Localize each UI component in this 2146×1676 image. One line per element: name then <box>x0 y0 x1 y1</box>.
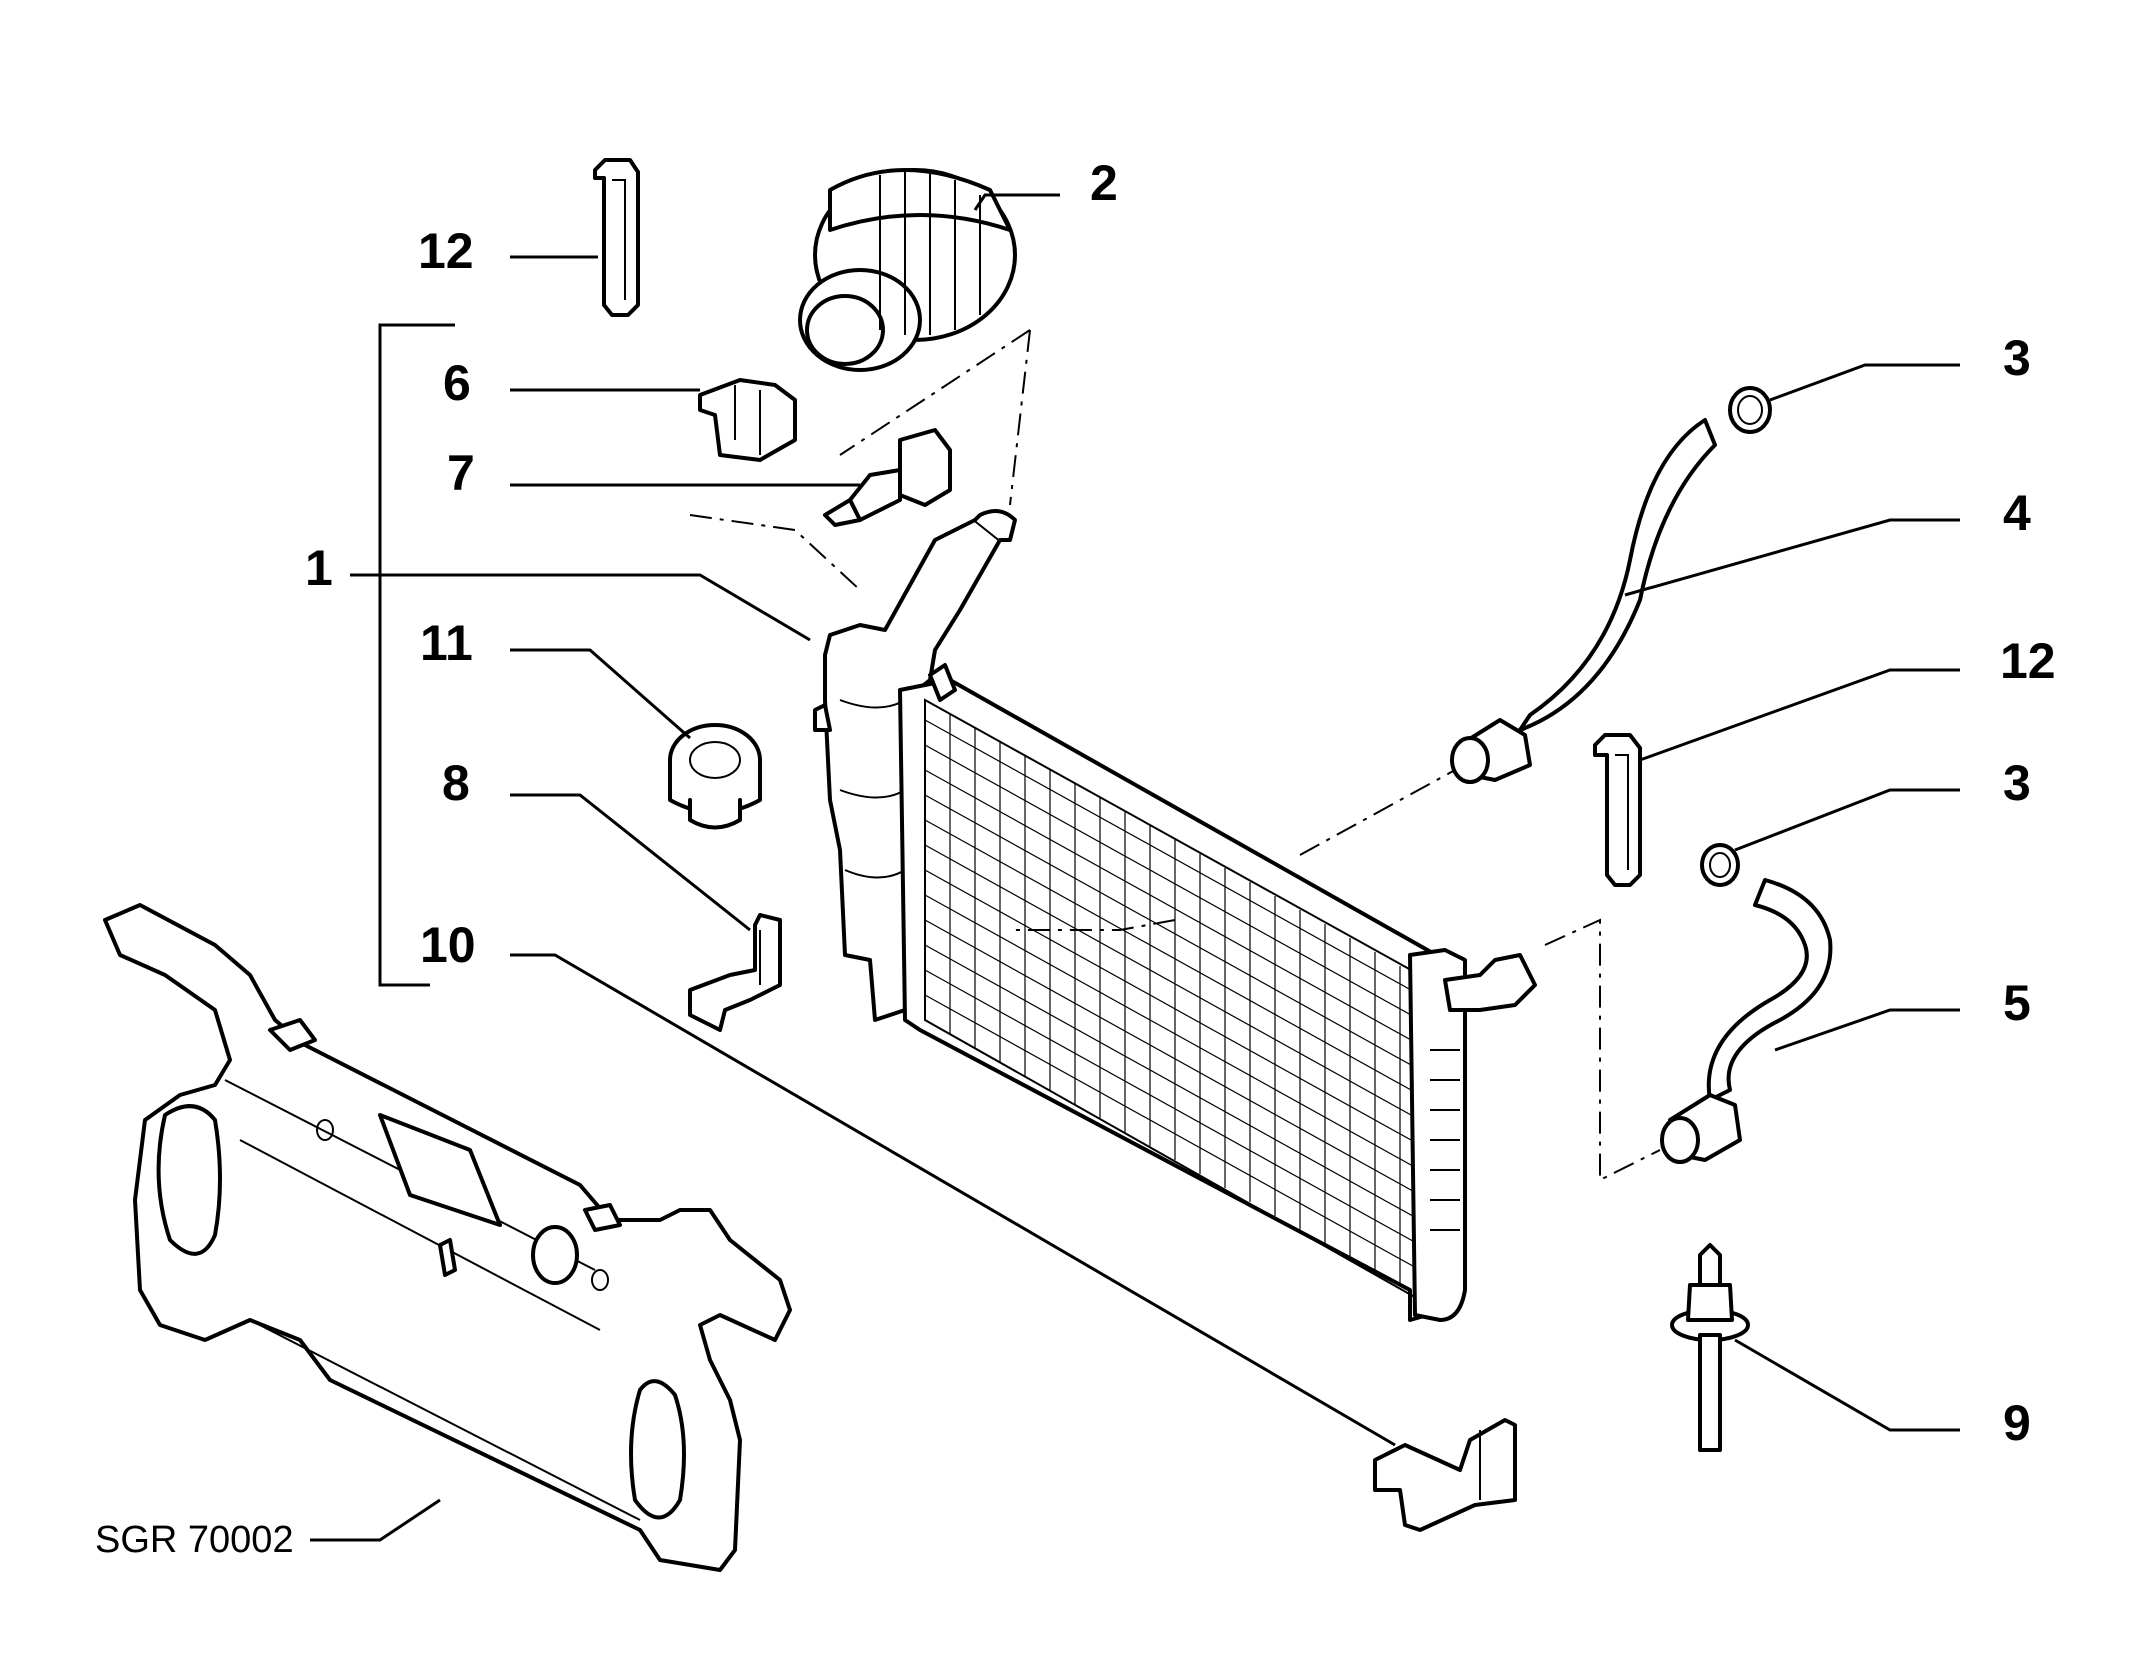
part-4-upper-hose <box>1450 418 1717 784</box>
alignment-lines <box>689 329 1661 1182</box>
reference-code: SGR 70002 <box>95 1519 294 1561</box>
part-12-clip-lower <box>1593 733 1642 887</box>
callout-6: 6 <box>443 355 471 411</box>
front-frame <box>103 903 792 1572</box>
callout-11: 11 <box>420 615 473 671</box>
callout-10: 10 <box>420 917 476 973</box>
callout-5: 5 <box>2003 975 2031 1031</box>
radiator-mesh <box>924 714 1421 1286</box>
callout-7: 7 <box>447 445 475 501</box>
part-3-clamp-upper <box>1728 386 1772 434</box>
part-3-clamp-lower <box>1700 843 1740 887</box>
radiator <box>898 663 1537 1322</box>
callout-4: 4 <box>2003 485 2031 541</box>
part-2-cap <box>798 168 1017 372</box>
part-6-bracket <box>698 378 797 462</box>
group-bracket <box>378 323 455 987</box>
callout-3-lower: 3 <box>2003 755 2031 811</box>
callout-3-upper: 3 <box>2003 330 2031 386</box>
part-11-plug <box>668 723 762 830</box>
part-7-valve <box>823 428 952 527</box>
part-5-lower-hose <box>1660 878 1833 1164</box>
callout-12-lower: 12 <box>2000 633 2056 689</box>
callout-9: 9 <box>2003 1395 2031 1451</box>
callout-1: 1 <box>305 540 333 596</box>
part-10-bracket <box>1373 1418 1517 1532</box>
part-12-clip-top <box>593 158 640 317</box>
part-9-push-pin <box>1670 1243 1750 1452</box>
callout-12-top: 12 <box>418 223 474 279</box>
part-8-bracket <box>688 913 782 1032</box>
callout-8: 8 <box>442 755 470 811</box>
callout-2: 2 <box>1090 155 1118 211</box>
leader-lines <box>310 193 1960 1542</box>
